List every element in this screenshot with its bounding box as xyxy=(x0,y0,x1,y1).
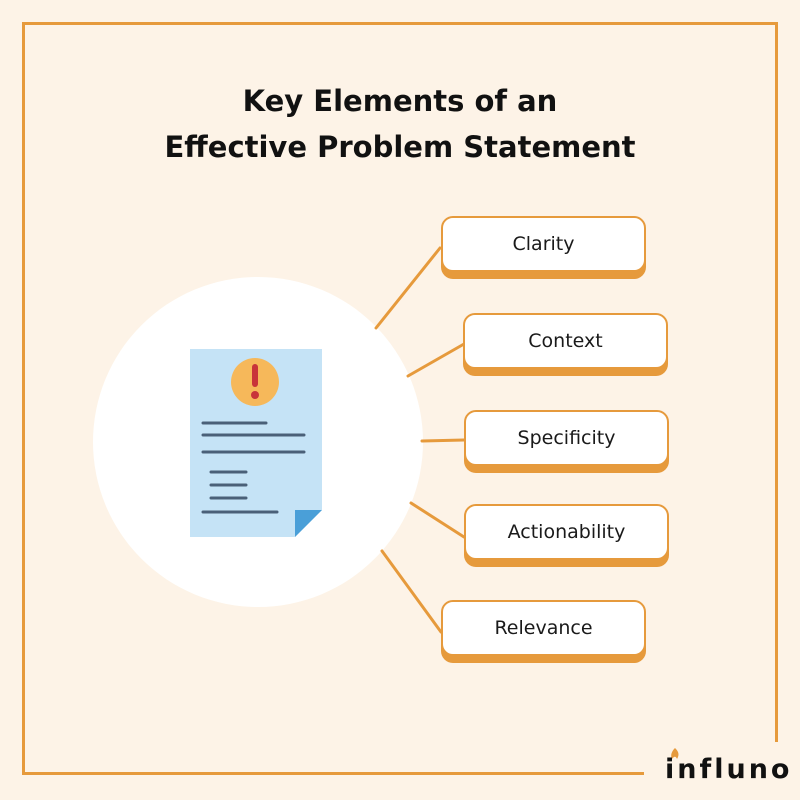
title-line-1: Key Elements of an xyxy=(242,84,558,118)
connector-context xyxy=(406,342,466,378)
element-actionability: Actionability xyxy=(464,504,669,560)
frame-top xyxy=(22,22,778,25)
connector-actionability xyxy=(409,501,466,539)
frame-right xyxy=(775,22,778,742)
frame-left xyxy=(22,22,25,774)
frame-bottom xyxy=(22,772,644,775)
title-line-2: Effective Problem Statement xyxy=(164,130,636,164)
exclamation-icon xyxy=(231,358,279,406)
connector-relevance xyxy=(380,549,443,634)
element-clarity: Clarity xyxy=(441,216,646,272)
page-title: Key Elements of an Effective Problem Sta… xyxy=(0,78,800,170)
document-icon xyxy=(190,349,322,537)
connector-clarity xyxy=(374,246,442,330)
flame-icon xyxy=(671,748,679,759)
element-relevance: Relevance xyxy=(441,600,646,656)
element-context: Context xyxy=(463,313,668,369)
element-specificity: Specificity xyxy=(464,410,669,466)
brand-logo: influno xyxy=(665,748,789,792)
brand-name: influno xyxy=(665,754,793,785)
connector-specificity xyxy=(420,438,466,443)
